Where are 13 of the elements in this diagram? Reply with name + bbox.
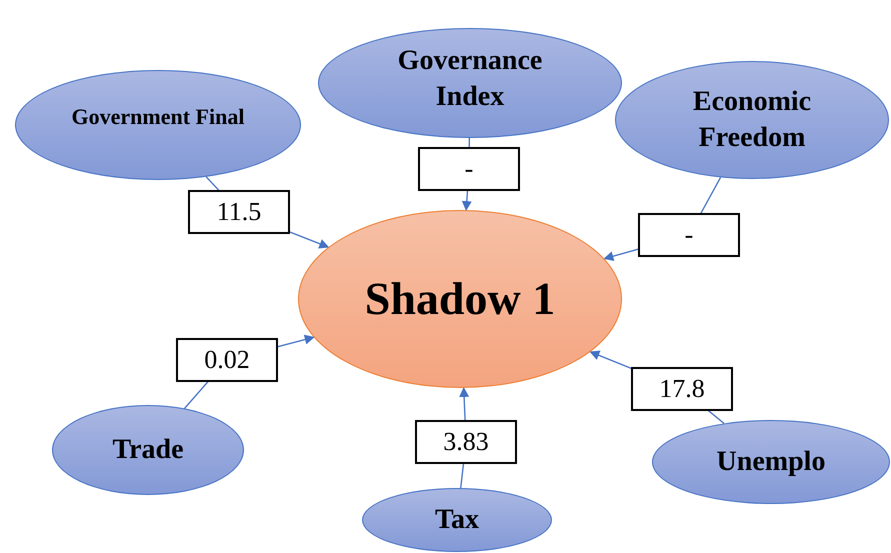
node-label: Trade [112, 432, 184, 467]
node-label: Tax [434, 502, 480, 537]
node-label: Economic Freedom [692, 84, 812, 155]
edge-label: - [418, 147, 520, 191]
node-label: Unemplo [716, 444, 826, 479]
edge-label: 0.02 [176, 338, 278, 382]
node-label: Governance Index [396, 44, 544, 114]
edge-label: 11.5 [188, 190, 290, 234]
edge-label: - [638, 213, 740, 257]
node-label: Government Final [70, 102, 246, 131]
node-label: Shadow 1 [364, 272, 556, 326]
edge-label: 3.83 [415, 420, 517, 464]
edge-label: 17.8 [631, 367, 733, 411]
